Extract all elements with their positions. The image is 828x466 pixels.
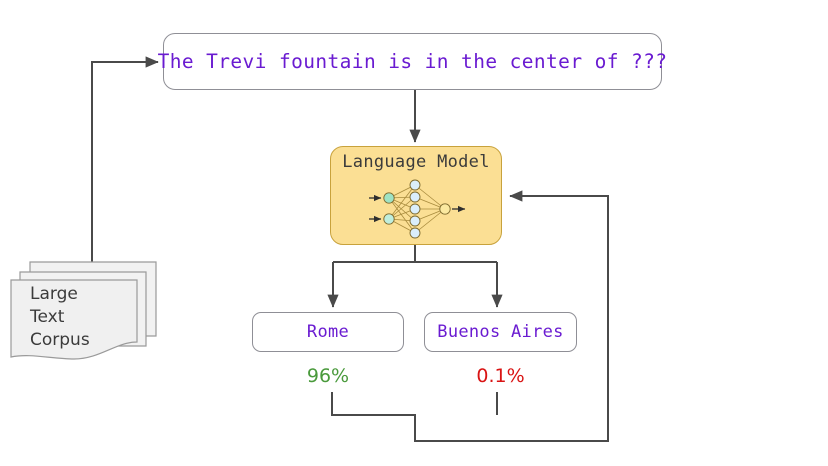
answer-box-buenos-aires[interactable]: Buenos Aires <box>424 312 577 352</box>
document-stack-icon <box>10 261 157 360</box>
connector-feedback-loop <box>331 190 609 442</box>
language-model-label: Language Model <box>342 152 490 172</box>
probability-rome: 96% <box>306 365 350 387</box>
prompt-text: The Trevi fountain is in the center of ?… <box>157 50 668 73</box>
corpus-label: Large Text Corpus <box>30 284 90 350</box>
answer-label: Buenos Aires <box>437 322 564 342</box>
probability-buenos-aires: 0.1% <box>476 365 525 387</box>
connector-corpus-to-prompt <box>91 56 159 264</box>
corpus-stack[interactable]: Large Text Corpus <box>8 258 160 363</box>
answer-box-rome[interactable]: Rome <box>252 312 404 352</box>
language-model-box[interactable]: Language Model <box>330 146 502 245</box>
prompt-box[interactable]: The Trevi fountain is in the center of ?… <box>158 33 667 90</box>
neural-network-icon <box>369 179 466 239</box>
answer-label: Rome <box>306 322 350 342</box>
connector-model-to-answers <box>332 245 498 306</box>
